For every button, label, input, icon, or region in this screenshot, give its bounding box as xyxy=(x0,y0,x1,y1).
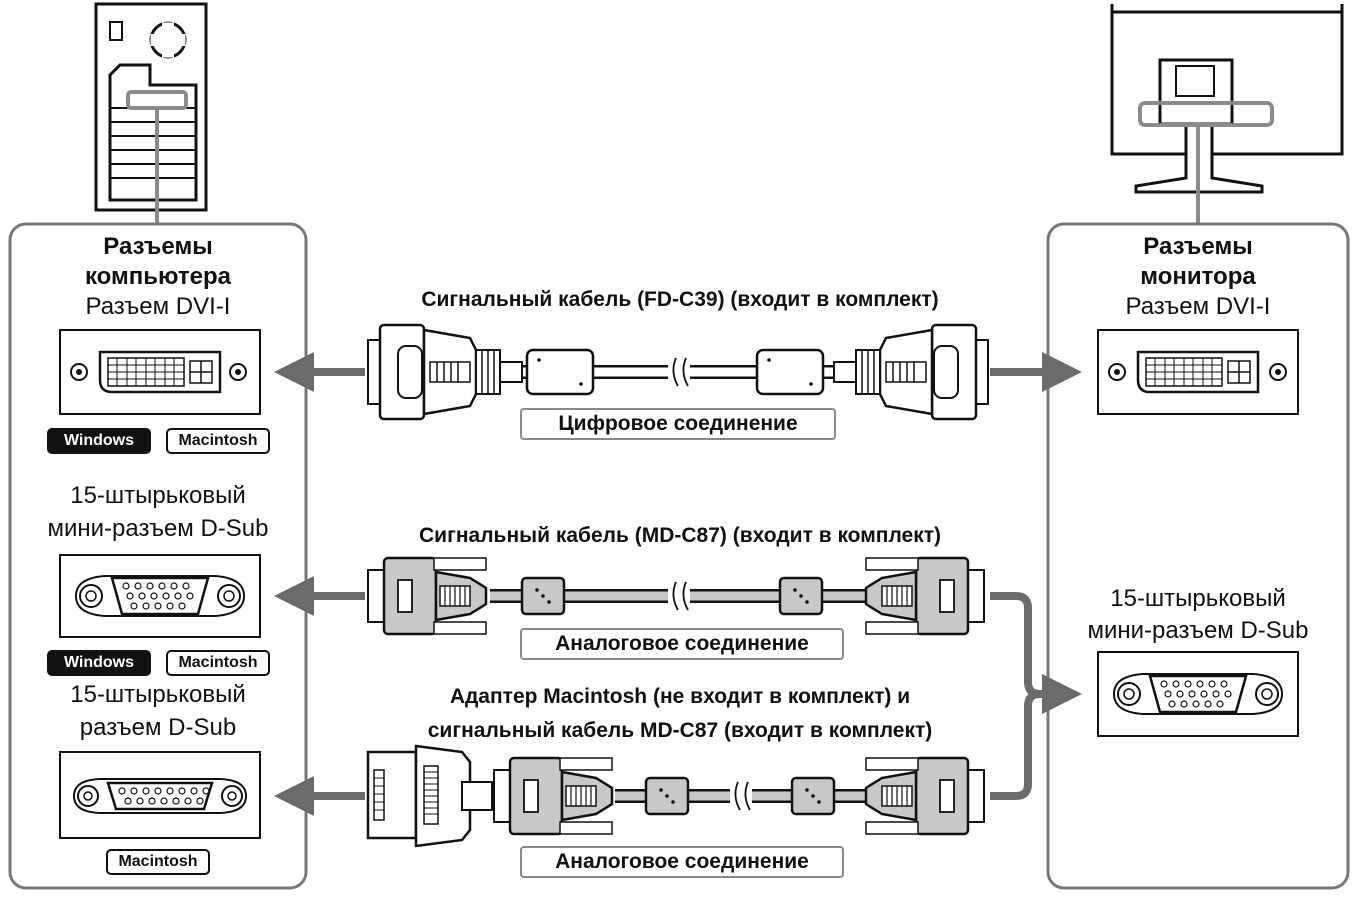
macintosh-badge: Macintosh xyxy=(106,849,210,875)
mac-cable-icon xyxy=(493,756,985,836)
computer-title-line2: компьютера xyxy=(84,263,232,290)
mac-cable-title-line1: Адаптер Macintosh (не входит в комплект)… xyxy=(449,685,911,708)
computer-dsub-label-line1: 15-штырьковый xyxy=(70,681,246,708)
monitor-mini-dsub-label-line2: мини-разъем D-Sub xyxy=(1087,617,1309,644)
computer-dvi-port xyxy=(59,329,261,415)
mac-connection-label: Аналоговое соединение xyxy=(520,846,844,878)
computer-dvi-label: Разъем DVI-I xyxy=(85,293,231,320)
digital-cable-title: Сигнальный кабель (FD-C39) (входит в ком… xyxy=(421,288,939,311)
macintosh-badge: Macintosh xyxy=(166,428,270,454)
analog-cable-icon xyxy=(367,556,985,636)
monitor-dvi-label: Разъем DVI-I xyxy=(1125,293,1271,320)
pc-tower-icon xyxy=(94,2,208,224)
computer-title-line1: Разъемы xyxy=(103,233,213,260)
mac-cable-title-line2: сигнальный кабель MD-C87 (входит в компл… xyxy=(427,719,933,742)
digital-connection-label: Цифровое соединение xyxy=(520,408,836,440)
windows-badge: Windows xyxy=(47,650,151,676)
computer-mini-dsub-label-line2: мини-разъем D-Sub xyxy=(47,515,269,542)
analog-cable-title: Сигнальный кабель (MD-C87) (входит в ком… xyxy=(419,524,941,547)
windows-badge: Windows xyxy=(47,428,151,454)
monitor-panel xyxy=(1046,222,1350,890)
monitor-mini-dsub-port xyxy=(1097,651,1299,737)
digital-cable-icon xyxy=(367,323,989,421)
computer-dsub-label-line2: разъем D-Sub xyxy=(79,714,237,741)
monitor-mini-dsub-label-line1: 15-штырьковый xyxy=(1110,585,1286,612)
arrow-merge-branch xyxy=(990,690,1041,800)
mac-adapter-icon xyxy=(366,744,493,848)
monitor-dvi-port xyxy=(1097,329,1299,415)
connection-arrows xyxy=(274,352,1082,816)
analog-connection-label: Аналоговое соединение xyxy=(520,628,844,660)
monitor-title-line2: монитора xyxy=(1140,263,1256,290)
monitor-title-line1: Разъемы xyxy=(1143,233,1253,260)
computer-mini-dsub-port xyxy=(59,554,261,638)
computer-dsub-port xyxy=(59,751,261,839)
computer-mini-dsub-label-line1: 15-штырьковый xyxy=(70,482,246,509)
macintosh-badge: Macintosh xyxy=(166,650,270,676)
monitor-icon xyxy=(1110,4,1344,224)
